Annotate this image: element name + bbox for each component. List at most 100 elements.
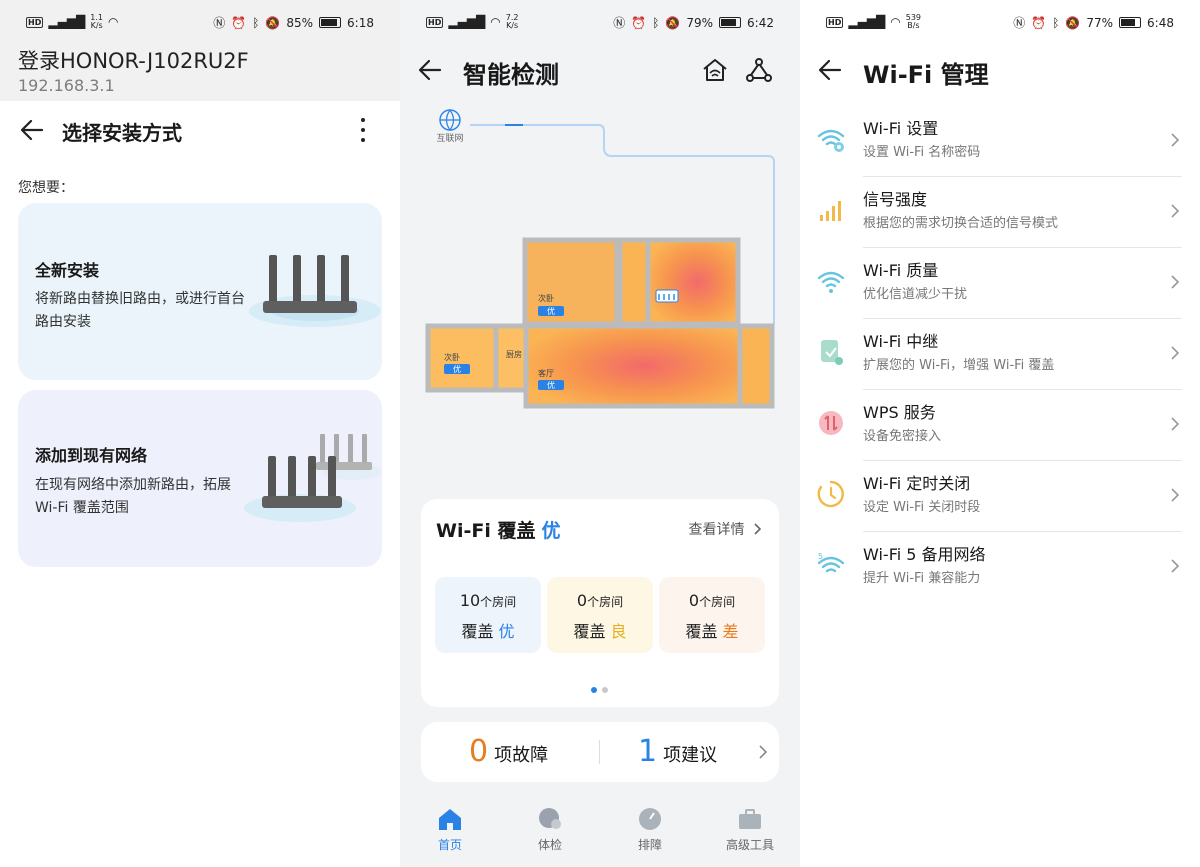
back-arrow-icon[interactable]	[416, 56, 444, 84]
divider	[599, 740, 600, 764]
bluetooth-icon: ᛒ	[252, 15, 260, 30]
battery-icon	[719, 17, 742, 28]
mute-icon: 🔕	[1065, 15, 1081, 30]
menu-item-wps[interactable]: WPS 服务 设备免密接入	[800, 390, 1200, 461]
menu-item-wifi5-backup[interactable]: 5 Wi-Fi 5 备用网络 提升 Wi-Fi 兼容能力	[800, 532, 1200, 603]
clock: 6:42	[747, 15, 774, 30]
card-desc: 将新路由替换旧路由，或进行首台路由安装	[35, 291, 245, 330]
chevron-right-icon	[1171, 133, 1180, 147]
chevron-right-icon	[1171, 417, 1180, 431]
page-title: 智能检测	[463, 61, 559, 89]
room-label: 客厅	[538, 368, 554, 378]
chevron-right-icon	[1171, 275, 1180, 289]
mute-icon: 🔕	[665, 15, 681, 30]
topology-icon[interactable]	[745, 56, 773, 84]
new-install-card[interactable]: 全新安装 将新路由替换旧路由，或进行首台路由安装	[18, 203, 382, 380]
browser-header	[0, 0, 400, 101]
router-illustration-icon	[249, 255, 381, 327]
wifi-status-icon: ◠	[490, 15, 501, 29]
cellular-signal-icon: ▂▄▆█	[448, 15, 486, 29]
cellular-signal-icon: ▂▄▆█	[848, 15, 886, 29]
wifi-status-icon: ◠	[108, 15, 119, 29]
menu-item-signal-strength[interactable]: 信号强度 根据您的需求切换合适的信号模式	[800, 177, 1200, 248]
chevron-right-icon	[1171, 346, 1180, 360]
menu-item-wifi-timer-off[interactable]: Wi-Fi 定时关闭 设定 Wi-Fi 关闭时段	[800, 461, 1200, 532]
wifi-coverage-card[interactable]: Wi-Fi 覆盖优 查看详情 10个房间 覆盖 优 0个房间 覆盖 良 0个房间…	[421, 499, 779, 707]
wifi-quality-icon	[817, 271, 845, 293]
menu-item-wifi-relay[interactable]: Wi-Fi 中继 扩展您的 Wi-Fi，增强 Wi-Fi 覆盖	[800, 319, 1200, 390]
nfc-icon: Ⓝ	[1013, 16, 1026, 30]
back-arrow-icon[interactable]	[816, 56, 844, 84]
home-wifi-icon[interactable]	[701, 56, 729, 84]
wifi-badge: 优	[444, 364, 470, 374]
wifi-settings-icon	[817, 129, 845, 152]
clock: 6:18	[347, 15, 374, 30]
tab-home[interactable]: 首页	[410, 806, 490, 853]
tab-advanced-tools[interactable]: 高级工具	[710, 806, 790, 853]
wifi5-icon: 5	[817, 552, 845, 573]
coverage-tile-poor: 0个房间 覆盖 差	[659, 577, 765, 653]
alarm-icon: ⏰	[231, 15, 247, 30]
internet-node	[439, 109, 461, 131]
card-title: 添加到现有网络	[35, 446, 148, 465]
more-options-icon[interactable]	[355, 116, 371, 144]
signal-strength-icon	[820, 201, 841, 221]
battery-icon	[319, 17, 342, 28]
checkup-icon	[539, 808, 561, 829]
svg-text:优: 优	[547, 306, 555, 316]
floorplan-heatmap: 互联网 次卧 次卧 厨房 客厅 优 优 优	[425, 109, 775, 409]
chevron-right-icon	[1171, 488, 1180, 502]
view-details-link[interactable]: 查看详情	[689, 519, 763, 539]
wifi-relay-icon	[821, 340, 843, 365]
clock: 6:48	[1147, 15, 1174, 30]
home-icon	[439, 809, 461, 830]
back-arrow-icon[interactable]	[18, 116, 46, 144]
wifi-status-icon: ◠	[890, 15, 901, 29]
nfc-icon: Ⓝ	[213, 16, 226, 30]
battery-icon	[1119, 17, 1142, 28]
mute-icon: 🔕	[265, 15, 281, 30]
page-title: Wi-Fi 管理	[863, 61, 989, 89]
cellular-signal-icon: ▂▄▆█	[48, 15, 86, 29]
timer-icon	[817, 480, 844, 508]
nfc-icon: Ⓝ	[613, 16, 626, 30]
router-node	[655, 289, 679, 303]
battery-percent: 85%	[286, 15, 314, 30]
coverage-title: Wi-Fi 覆盖优	[436, 520, 561, 542]
floorplan-walls	[425, 237, 775, 409]
hd-icon: HD	[26, 16, 44, 28]
tab-checkup[interactable]: 体检	[510, 806, 590, 853]
menu-item-wifi-quality[interactable]: Wi-Fi 质量 优化信道减少干扰	[800, 248, 1200, 319]
chevron-right-icon	[1171, 559, 1180, 573]
svg-text:优: 优	[547, 380, 555, 390]
bluetooth-icon: ᛒ	[1052, 15, 1060, 30]
tab-troubleshoot[interactable]: 排障	[610, 806, 690, 853]
page-indicator	[591, 687, 608, 693]
chevron-right-icon	[759, 745, 768, 759]
room-label: 次卧	[538, 293, 554, 303]
mesh-router-illustration-icon	[244, 434, 382, 522]
gauge-icon	[639, 808, 661, 830]
alarm-icon: ⏰	[1031, 15, 1047, 30]
install-prompt: 您想要：	[18, 180, 74, 196]
battery-percent: 77%	[1086, 15, 1114, 30]
chevron-right-icon	[754, 523, 762, 535]
page-site-title: 登录HONOR-J102RU2F	[18, 49, 249, 73]
card-desc: 在现有网络中添加新路由，拓展 Wi-Fi 覆盖范围	[35, 477, 231, 516]
room-label: 次卧	[444, 352, 460, 362]
svg-text:5: 5	[818, 552, 823, 561]
alarm-icon: ⏰	[631, 15, 647, 30]
menu-item-wifi-settings[interactable]: Wi-Fi 设置 设置 Wi-Fi 名称密码	[800, 106, 1200, 177]
room-label: 厨房	[506, 349, 522, 359]
toolbox-icon	[739, 809, 761, 829]
add-to-network-card[interactable]: 添加到现有网络 在现有网络中添加新路由，拓展 Wi-Fi 覆盖范围	[18, 390, 382, 567]
battery-percent: 79%	[686, 15, 714, 30]
